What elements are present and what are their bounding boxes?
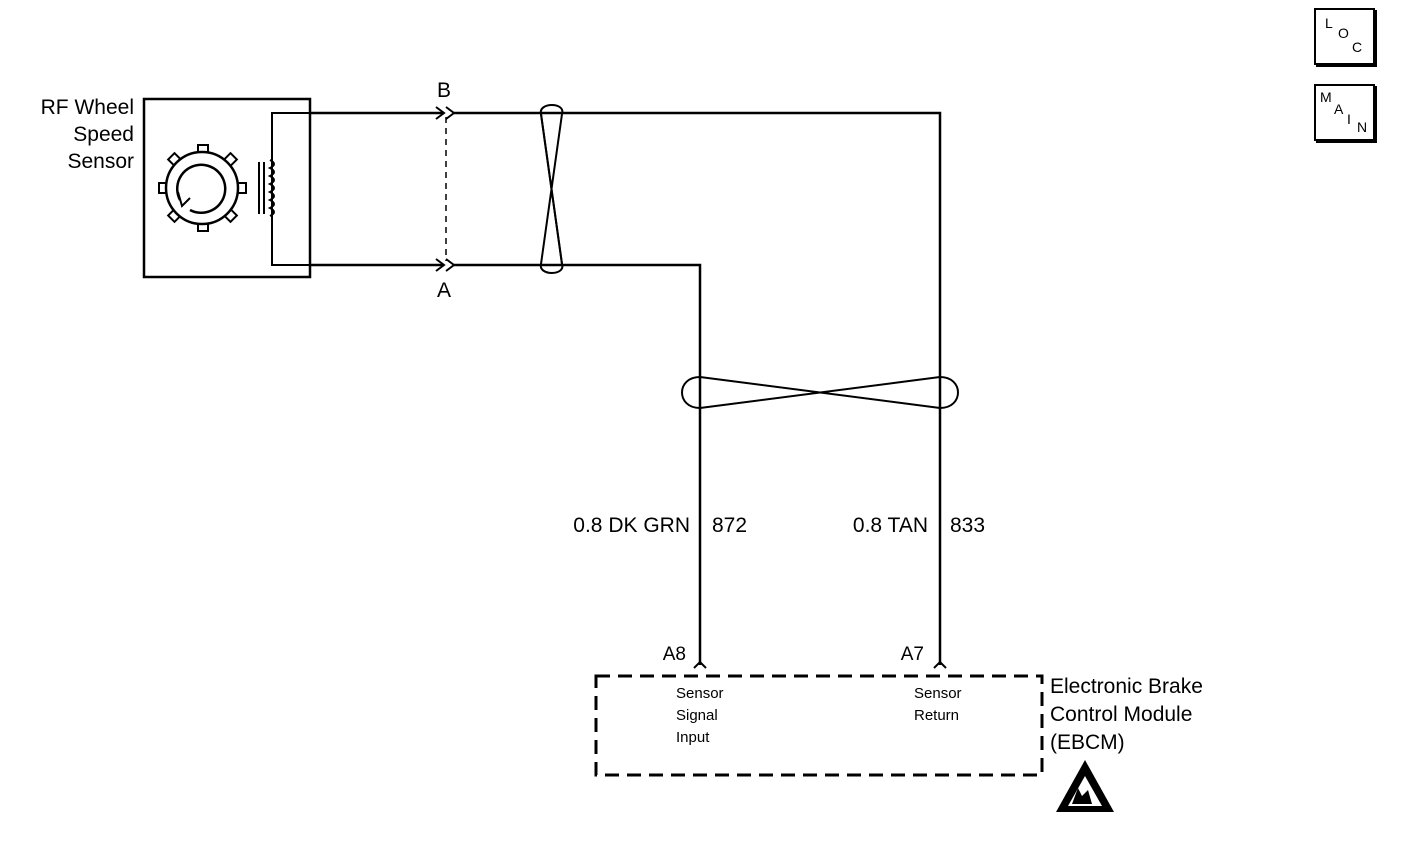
signal-input-label-line2: Signal <box>676 707 718 724</box>
main-letter-i: I <box>1347 111 1351 127</box>
wire-signal-872 <box>454 263 702 665</box>
main-letter-n: N <box>1357 119 1368 135</box>
terminal-b-label: B <box>437 79 451 102</box>
loc-button[interactable]: L O C <box>1314 8 1375 65</box>
terminal-b-female <box>445 106 456 120</box>
pin-a8-label: A8 <box>663 644 686 665</box>
esd-warning-icon <box>1056 760 1114 812</box>
signal-input-label-line3: Input <box>676 729 710 746</box>
terminal-b-male <box>435 106 446 120</box>
ebcm-dashed-box <box>594 674 1044 777</box>
wheel-speed-sensor-box <box>142 97 312 279</box>
signal-input-label-line1: Sensor <box>676 685 724 702</box>
twisted-pair-icon <box>539 104 564 274</box>
loc-letter-l: L <box>1325 15 1333 31</box>
return-circuit-number: 833 <box>950 514 985 537</box>
pin-a7-label: A7 <box>901 644 924 665</box>
sensor-return-label-line1: Sensor <box>914 685 962 702</box>
main-button[interactable]: M A I N <box>1314 84 1375 141</box>
coil-bracket <box>271 112 312 266</box>
return-wire-color-label: 0.8 TAN <box>853 514 928 537</box>
main-letter-m: M <box>1320 89 1332 105</box>
twisted-pair-crossing <box>540 113 563 265</box>
loc-letter-c: C <box>1352 39 1363 55</box>
ebcm-label-line1: Electronic Brake <box>1050 675 1203 698</box>
sensor-label-line3: Sensor <box>67 150 134 173</box>
ebcm-label-line3: (EBCM) <box>1050 731 1125 754</box>
tone-wheel-icon <box>158 144 247 232</box>
signal-circuit-number: 872 <box>712 514 747 537</box>
wire-return-833 <box>454 111 942 665</box>
sensor-label-line1: RF Wheel <box>41 96 134 119</box>
twisted-pair-icon-horizontal <box>681 376 959 409</box>
signal-wire-color-label: 0.8 DK GRN <box>573 514 690 537</box>
sensor-return-label-line2: Return <box>914 707 959 724</box>
pin-a8-terminal <box>693 660 707 669</box>
pin-a7-terminal <box>933 660 947 669</box>
terminal-a-label: A <box>437 279 451 302</box>
loc-letter-o: O <box>1338 25 1349 41</box>
main-letter-a: A <box>1334 101 1344 117</box>
ebcm-label-line2: Control Module <box>1050 703 1192 726</box>
terminal-a-male <box>435 258 446 272</box>
terminal-a-female <box>445 258 456 272</box>
sensor-label-line2: Speed <box>73 123 134 146</box>
